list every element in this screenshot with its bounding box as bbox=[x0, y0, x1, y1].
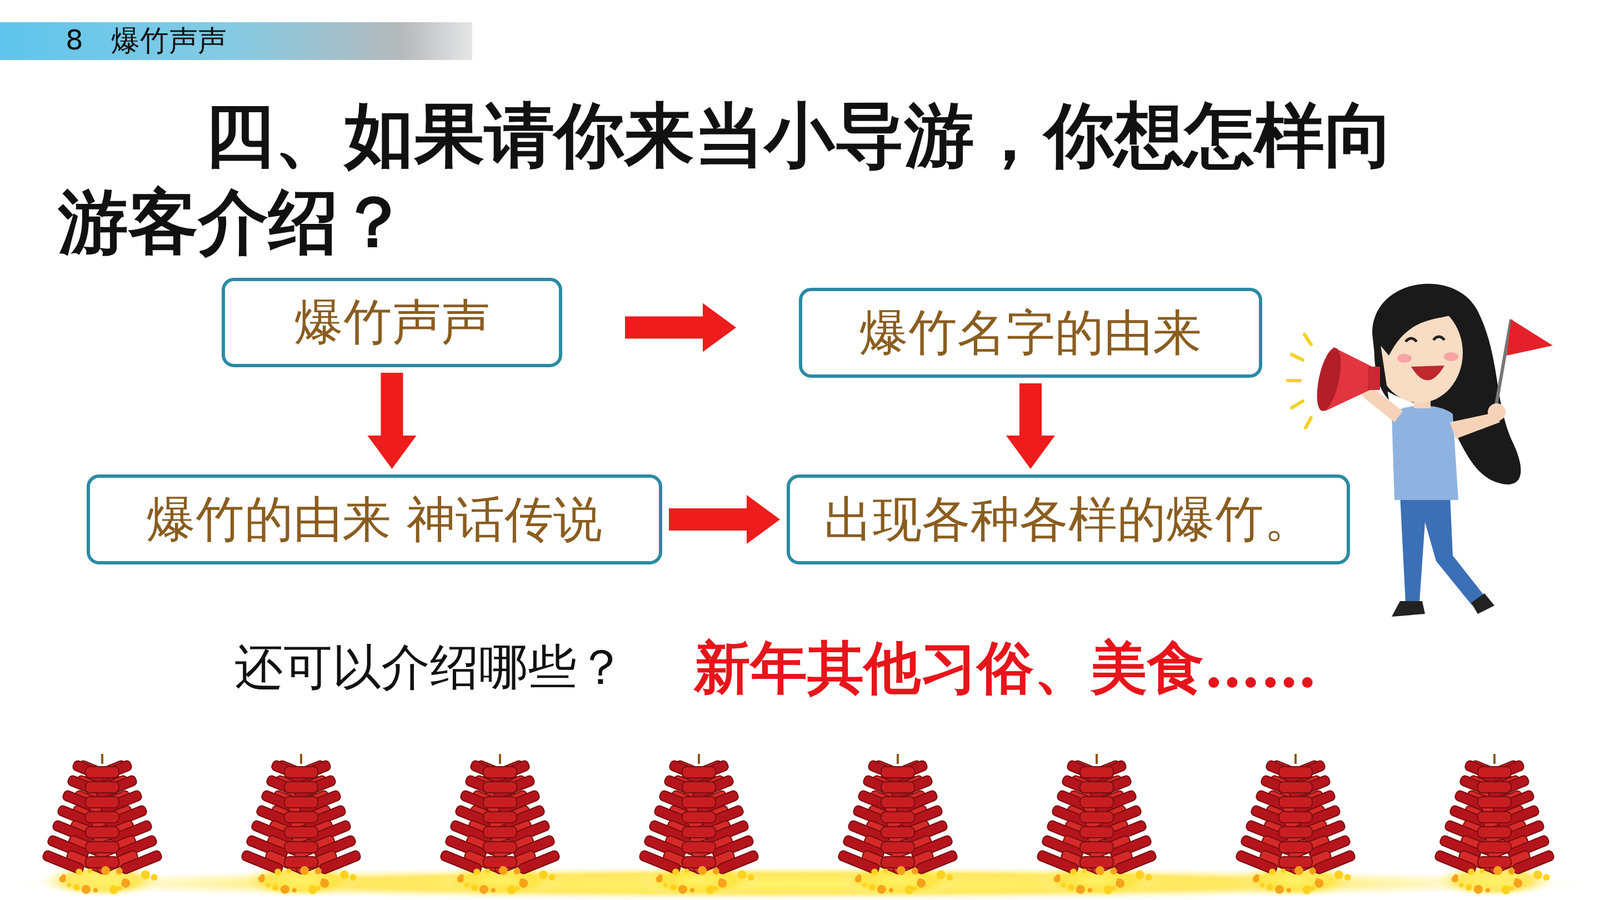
lesson-title: 爆竹声声 bbox=[111, 23, 227, 58]
prompt-text: 还可以介绍哪些？ bbox=[234, 637, 626, 697]
flow-arrow bbox=[1006, 383, 1055, 469]
box-text: 爆竹名字的由来 bbox=[859, 306, 1202, 360]
box-text: 爆竹声声 bbox=[294, 295, 490, 350]
flow-arrow bbox=[625, 303, 737, 353]
topic-box: 爆竹名字的由来 bbox=[798, 287, 1263, 378]
topic-box: 出现各种各样的爆竹。 bbox=[786, 474, 1350, 565]
topic-box: 爆竹声声 bbox=[221, 277, 563, 368]
box-text: 爆竹的由来 神话传说 bbox=[146, 492, 603, 547]
answer-text: 新年其他习俗、美食…… bbox=[693, 633, 1318, 702]
flow-arrow bbox=[668, 495, 780, 544]
tour-guide-girl bbox=[1287, 283, 1553, 617]
topic-box: 爆竹的由来 神话传说 bbox=[86, 474, 663, 565]
lesson-number: 8 bbox=[65, 23, 84, 57]
flow-arrow bbox=[367, 372, 417, 469]
slide-title: 四、如果请你来当小导游，你想怎样向游客介绍？ bbox=[58, 91, 1431, 265]
box-text: 出现各种各样的爆竹。 bbox=[823, 492, 1313, 547]
